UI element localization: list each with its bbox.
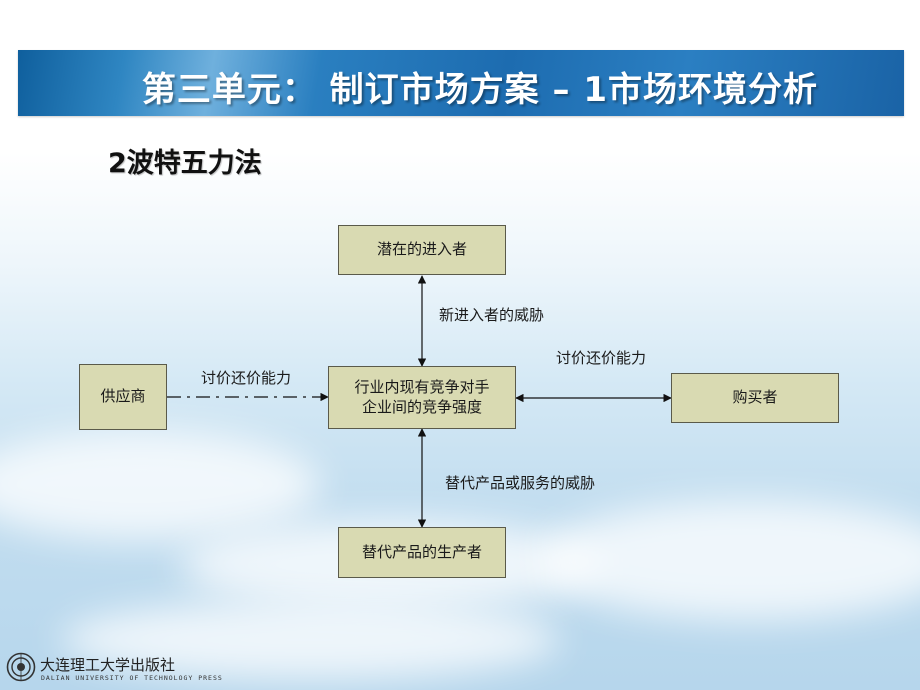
label-substitute-threat: 替代产品或服务的威胁 <box>445 474 596 492</box>
label-entry-threat: 新进入者的威胁 <box>439 306 545 324</box>
node-substitutes: 替代产品的生产者 <box>338 527 506 578</box>
node-suppliers: 供应商 <box>79 364 167 430</box>
publisher-name: 大连理工大学出版社 <box>40 656 176 674</box>
node-potential-entrants: 潜在的进入者 <box>338 225 506 275</box>
background-cloud <box>540 500 920 620</box>
background-cloud <box>0 430 320 540</box>
label-supplier-power: 讨价还价能力 <box>201 369 292 387</box>
rivalry-line-1: 行业内现有竞争对手 <box>354 378 490 396</box>
slide-title: 第三单元： 制订市场方案 – 1市场环境分析 <box>141 70 818 110</box>
title-banner: 第三单元： 制订市场方案 – 1市场环境分析 <box>18 50 904 116</box>
publisher-name-en: DALIAN UNIVERSITY OF TECHNOLOGY PRESS <box>41 674 223 682</box>
label-buyer-power: 讨价还价能力 <box>556 349 647 367</box>
section-heading: 2波特五力法 <box>108 148 262 179</box>
background-cloud <box>60 600 560 680</box>
node-buyers: 购买者 <box>671 373 839 423</box>
node-industry-rivalry: 行业内现有竞争对手 企业间的竞争强度 <box>328 366 516 429</box>
publisher-logo-icon <box>6 652 36 682</box>
rivalry-line-2: 企业间的竞争强度 <box>361 397 482 416</box>
